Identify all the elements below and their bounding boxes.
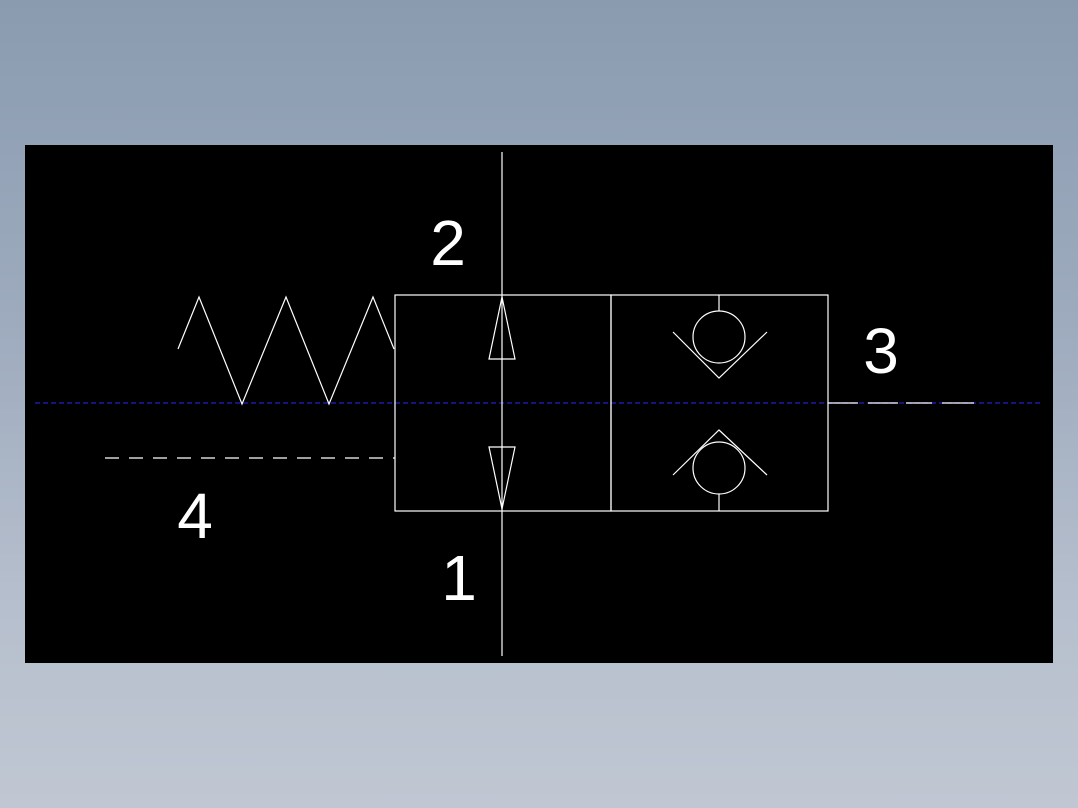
- port-label-1: 1: [441, 542, 477, 614]
- port-label-3: 3: [863, 315, 899, 387]
- drawing-canvas: [25, 145, 1053, 663]
- check-valve-lower-icon: [672, 429, 768, 511]
- check-valve-upper-icon: [672, 295, 768, 379]
- flow-arrow-up-icon: [488, 296, 516, 360]
- port-label-4: 4: [177, 480, 213, 552]
- port-label-2: 2: [430, 207, 466, 279]
- flow-arrow-down-icon: [488, 446, 516, 510]
- spring-icon: [177, 295, 395, 406]
